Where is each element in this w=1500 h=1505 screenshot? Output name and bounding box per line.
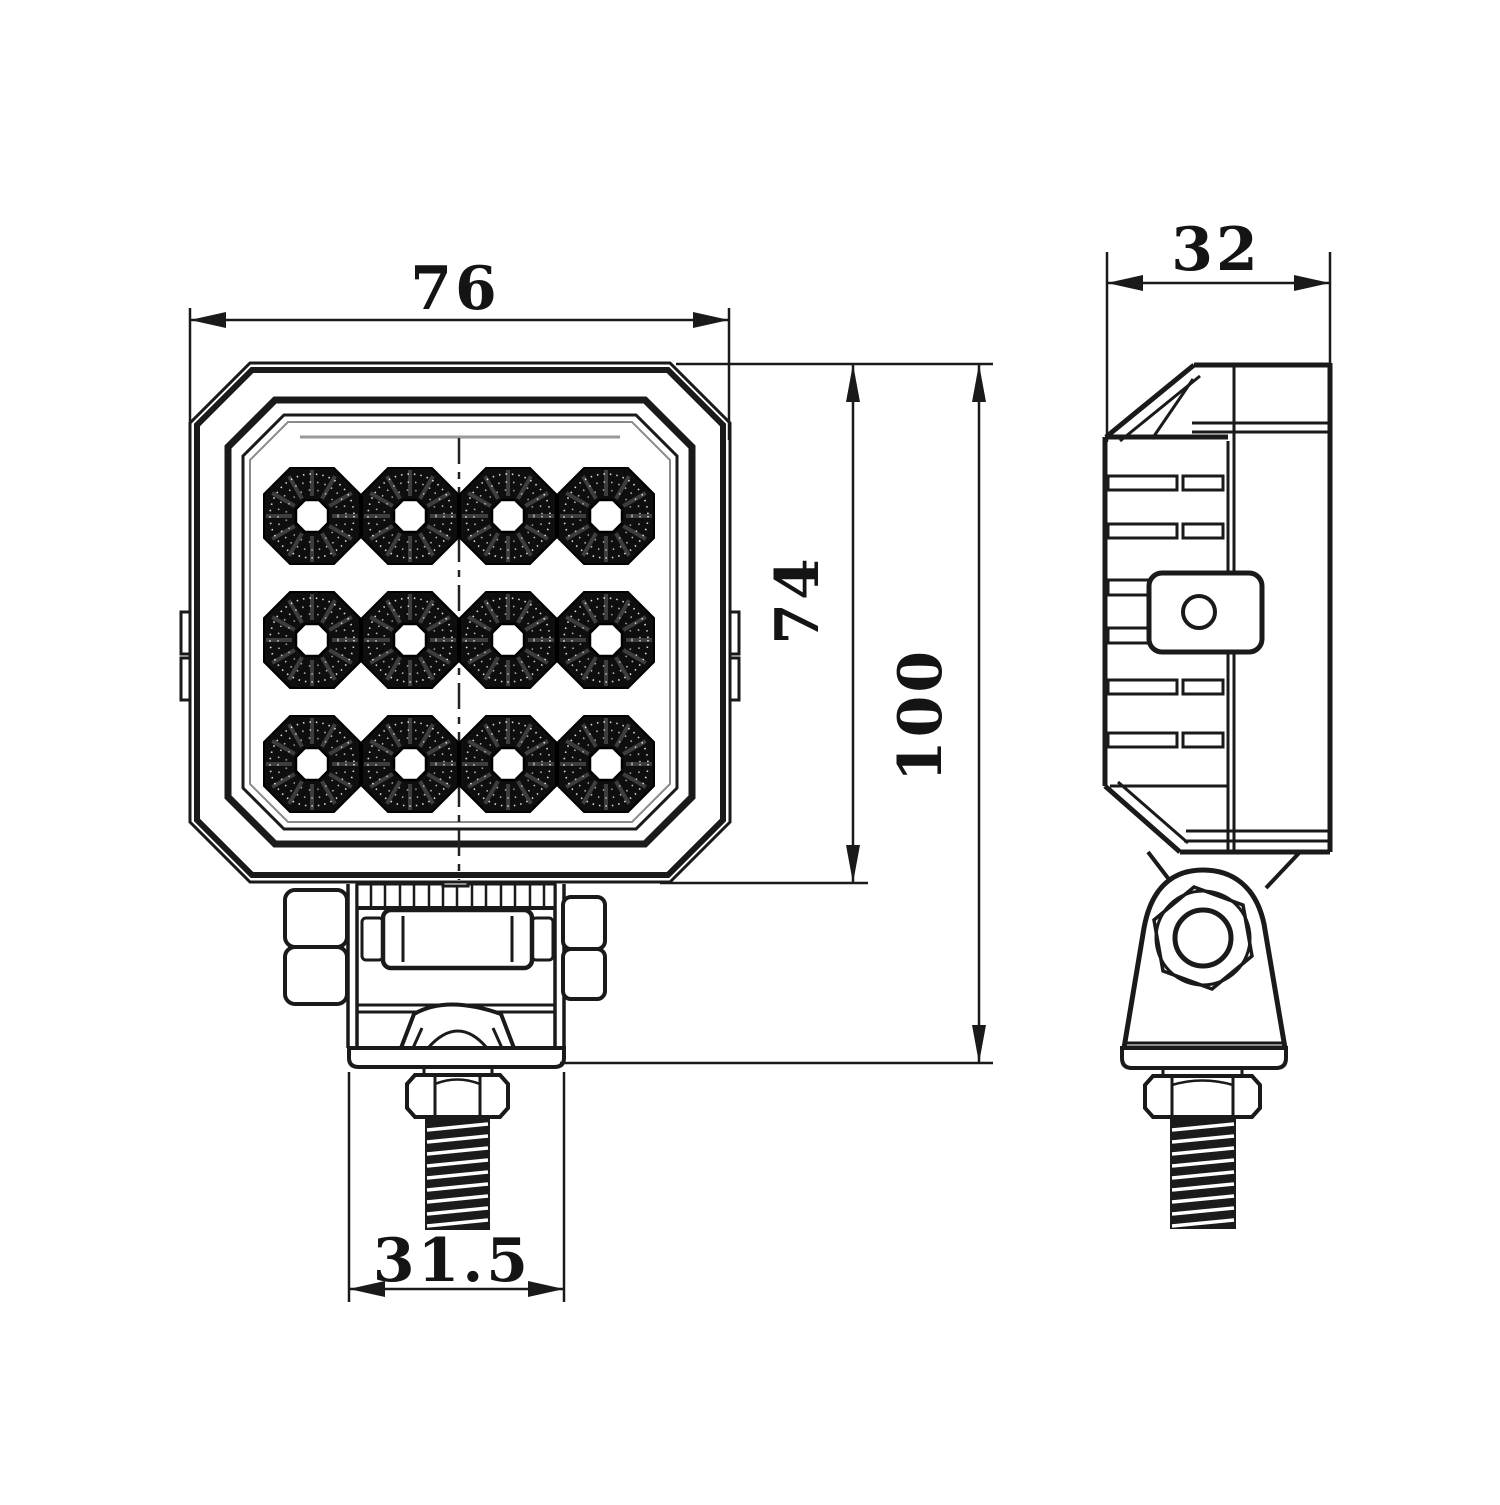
- dimension-bracket-width: 31.5: [347, 1072, 566, 1302]
- dimensions: 76 32 74 100: [188, 215, 1332, 1302]
- led-reflector: [556, 466, 656, 566]
- label-plate: [380, 907, 535, 971]
- front-mount-bracket: [283, 860, 607, 1069]
- dimension-total-height-value: 100: [886, 648, 956, 782]
- dimension-total-height: 100: [560, 364, 993, 1065]
- plate-clamp-left: [360, 916, 385, 962]
- led-reflector: [360, 714, 460, 814]
- dimension-body-height-value: 74: [763, 555, 833, 645]
- lens-edge: [249, 421, 671, 823]
- left-knob-lower: [283, 945, 349, 1006]
- pivot-bolt-hole: [1172, 907, 1234, 969]
- side-view: [1102, 362, 1333, 1229]
- side-housing: [1102, 362, 1333, 855]
- dimension-side-depth-value: 32: [1171, 215, 1261, 285]
- hex-nut: [405, 1073, 510, 1119]
- dimension-front-width-value: 76: [410, 254, 500, 324]
- led-reflector: [262, 714, 362, 814]
- front-view: [179, 361, 741, 1230]
- plate-clamp-right: [530, 916, 555, 962]
- led-reflector: [262, 590, 362, 690]
- dimension-front-width: 76: [188, 254, 731, 448]
- led-reflector: [556, 714, 656, 814]
- side-mount-bolt: [1143, 1068, 1262, 1229]
- led-reflector: [458, 466, 558, 566]
- carriage-head: [399, 1002, 516, 1049]
- threaded-bolt: [425, 1117, 490, 1230]
- side-base-plate: [1120, 1046, 1288, 1070]
- led-reflector: [360, 466, 460, 566]
- threaded-bolt: [1170, 1117, 1236, 1229]
- led-reflector: [262, 466, 362, 566]
- right-knob-upper: [561, 895, 607, 951]
- led-reflector: [458, 590, 558, 690]
- right-knob-lower: [561, 947, 607, 1001]
- left-knob-upper: [283, 888, 349, 949]
- rib-lines: [369, 884, 546, 908]
- hex-nut: [1143, 1074, 1262, 1119]
- side-connector: [1146, 570, 1265, 655]
- led-reflector: [458, 714, 558, 814]
- bezel: [224, 396, 696, 848]
- led-array: [262, 466, 656, 814]
- front-mount-bolt: [405, 1067, 510, 1230]
- connector-hole: [1181, 594, 1217, 630]
- led-reflector: [360, 590, 460, 690]
- heat-sink-slots: [1106, 474, 1225, 749]
- dimension-side-depth: 32: [1105, 215, 1332, 442]
- dimension-bracket-width-value: 31.5: [373, 1226, 531, 1296]
- side-mount-bracket: [1120, 850, 1302, 1070]
- pivot-hex-nut: [1152, 885, 1254, 991]
- dimension-body-height: 74: [660, 362, 993, 885]
- led-reflector: [556, 590, 656, 690]
- base-plate: [347, 1046, 566, 1069]
